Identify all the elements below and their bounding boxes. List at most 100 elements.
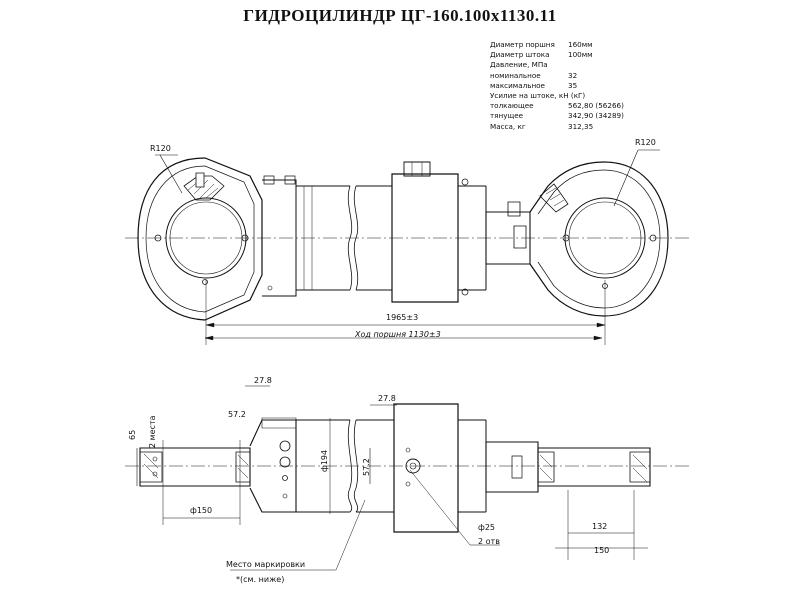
- dimension-150-left: ф150: [190, 506, 213, 515]
- break-line: [348, 186, 351, 290]
- dimension-132: 132: [592, 522, 608, 531]
- front-head-bolt: [406, 482, 410, 486]
- dimension-25: ф25: [478, 523, 496, 532]
- barrel-wall: [356, 186, 392, 290]
- front-head-block: [392, 174, 458, 302]
- left-eye-inner-outline: [146, 166, 254, 312]
- hatch-line: [238, 455, 248, 465]
- neck-port: [285, 176, 295, 184]
- left-eye-outline: [138, 158, 262, 320]
- front-head-side: [394, 404, 458, 532]
- spec-value: 160мм: [568, 40, 593, 49]
- left-eye-hole: [203, 280, 208, 285]
- barrel-wall: [296, 186, 350, 290]
- front-head-port: [404, 162, 430, 176]
- rear-port-hole: [280, 457, 290, 467]
- leader-line-marking: [336, 500, 365, 570]
- spec-row: толкающее 562,80 (56266): [490, 101, 624, 111]
- spec-value: 562,80 (56266): [568, 101, 624, 111]
- stroke-label: Ход поршня 1130±3: [355, 330, 441, 339]
- left-bushing-pin: [153, 457, 157, 461]
- hatch-line: [546, 188, 556, 194]
- front-port-hole-inner: [410, 463, 416, 469]
- hatch-line: [554, 200, 564, 206]
- spec-label: Давление, МПа: [490, 60, 548, 70]
- spec-label: тянущее: [490, 111, 524, 121]
- break-line: [354, 420, 357, 512]
- break-line: [348, 420, 351, 512]
- spec-value: 100мм: [568, 50, 593, 60]
- break-line: [354, 186, 357, 290]
- right-eye-grease-hole: [650, 235, 656, 241]
- radius-label-left: R120: [150, 144, 171, 153]
- neck-bolt: [268, 286, 272, 290]
- hatch-line: [633, 455, 647, 469]
- rear-head-bolt: [283, 494, 287, 498]
- hatch-line: [200, 184, 214, 198]
- hatch-line: [540, 455, 552, 467]
- right-eye-bore: [565, 198, 645, 278]
- bottom-view: [125, 386, 690, 570]
- length-label: 1965±3: [386, 313, 419, 322]
- hatch-line: [144, 454, 158, 468]
- spec-row: максимальное 35: [490, 81, 624, 91]
- right-eye-grease-hole: [563, 235, 569, 241]
- head-bolt: [462, 289, 468, 295]
- left-eye: [138, 155, 262, 320]
- spec-label: Масса, кг: [490, 121, 526, 131]
- dimension-57-2-center: 57.2: [362, 458, 371, 476]
- spec-value: 35: [568, 80, 578, 90]
- hatch-line: [633, 468, 647, 482]
- left-eye-grease-hole: [155, 235, 161, 241]
- dimension-57-2-left: 57.2: [228, 410, 246, 419]
- left-bushing-pin: [153, 472, 157, 476]
- rear-port-hole: [280, 441, 290, 451]
- spec-row: Давление, МПа: [490, 60, 624, 70]
- right-eye-section: [538, 448, 650, 486]
- spec-value: 32: [568, 70, 578, 80]
- left-eye-grease-hole: [242, 235, 248, 241]
- dimension-arrows: [206, 323, 605, 327]
- hatch-line: [540, 468, 552, 480]
- right-eye-outline: [530, 162, 668, 316]
- left-bushing: [236, 452, 250, 482]
- head-bolt: [462, 179, 468, 185]
- dimension-194: ф194: [320, 449, 329, 472]
- top-view: [125, 150, 690, 345]
- spec-value: 312,35: [568, 121, 594, 131]
- right-bushing: [538, 452, 554, 482]
- hatch-line: [206, 188, 218, 198]
- rear-head-neck: [262, 180, 296, 296]
- dimension-27-8-right: 27.8: [378, 394, 396, 403]
- rear-head-bolt: [283, 476, 288, 481]
- left-bushing: [140, 452, 162, 482]
- spec-label: Диаметр штока: [490, 50, 550, 60]
- right-eye: [530, 150, 668, 316]
- barrel-side-wall: [296, 420, 350, 512]
- dimension-150-right: 150: [594, 546, 610, 555]
- rod-clamp-side: [512, 456, 522, 478]
- spec-row: Диаметр штока 100мм: [490, 50, 624, 60]
- right-bushing: [630, 452, 650, 482]
- left-eye-section: [140, 448, 250, 486]
- dimension-2-places: 2 места: [148, 415, 157, 448]
- barrel-side-wall: [356, 420, 394, 512]
- dimension-65: 65: [128, 429, 137, 440]
- leader-line-holes: [410, 470, 470, 545]
- spec-label: максимальное: [490, 80, 545, 90]
- dimension-2-holes: 2 отв: [478, 537, 500, 546]
- dimension-arrows: [205, 336, 602, 340]
- neck-port: [264, 176, 274, 184]
- rear-flange: [262, 418, 296, 428]
- front-head-bolt: [406, 448, 410, 452]
- hatch-line: [238, 468, 248, 478]
- spec-label: толкающее: [490, 101, 534, 111]
- spec-row: Усилие на штоке, кН (кГ): [490, 91, 624, 101]
- right-eye-inner-outline: [538, 170, 660, 308]
- marking-note-label: *(см. ниже): [236, 575, 285, 584]
- marking-place-label: Место маркировки: [226, 560, 306, 569]
